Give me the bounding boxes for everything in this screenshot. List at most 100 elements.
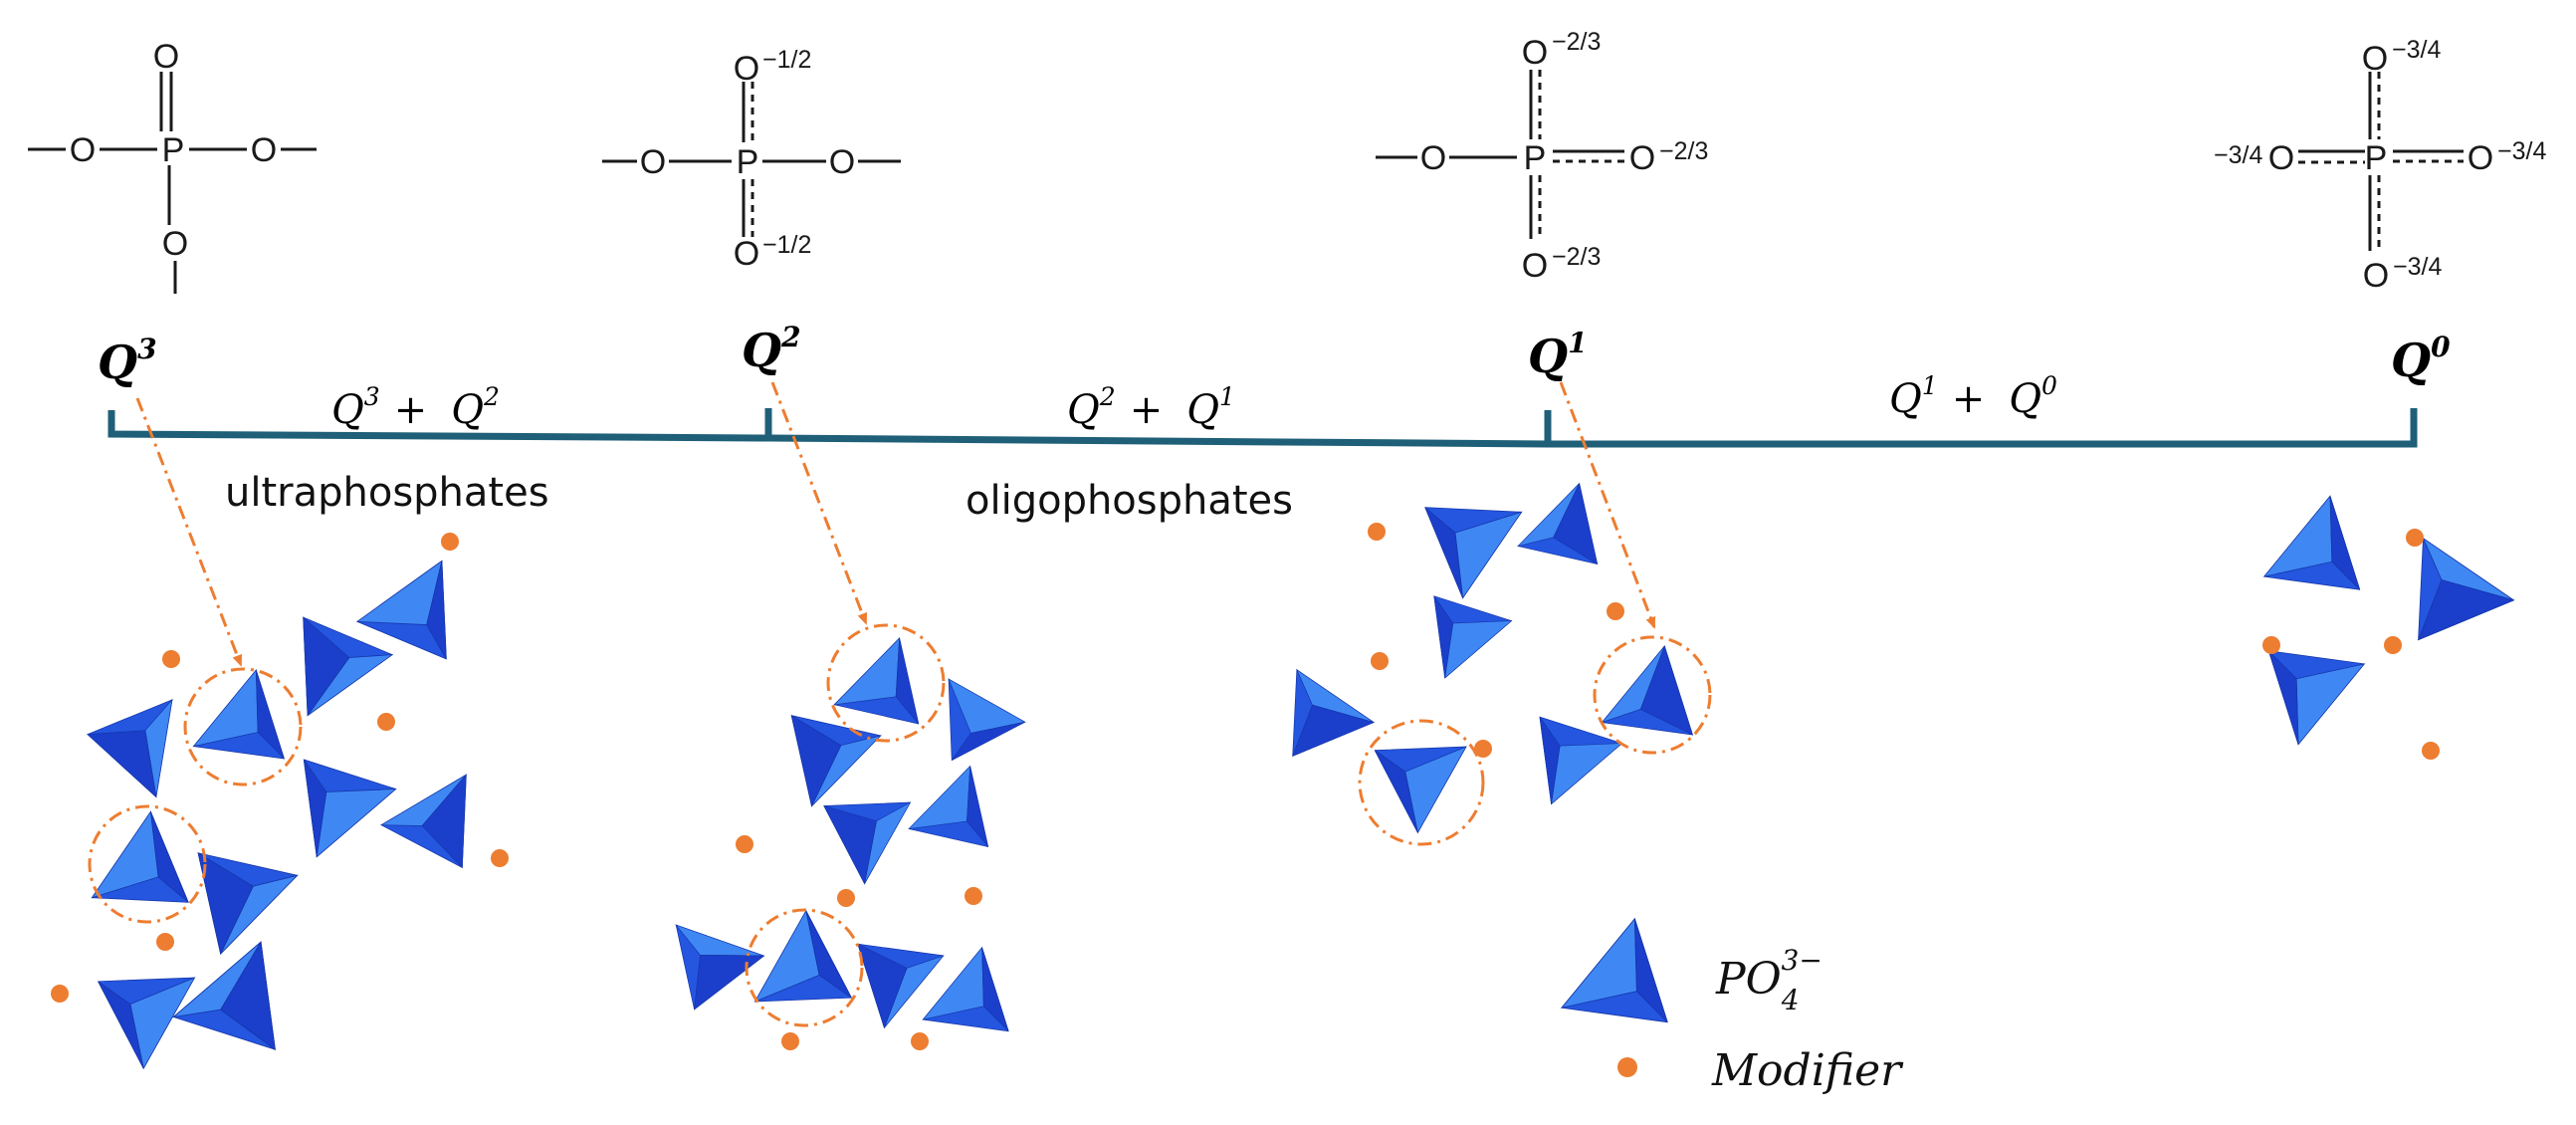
q2-top-charge: −1/2 — [762, 46, 811, 74]
structure-q3: O O P O O — [28, 38, 317, 294]
tetrahedron — [2267, 650, 2366, 746]
q1-bottom-charge: −2/3 — [1552, 243, 1601, 271]
modifier-dot — [491, 849, 509, 867]
q1-right-charge: −2/3 — [1659, 137, 1708, 165]
tetrahedron — [1433, 595, 1513, 679]
tetrahedron — [1517, 482, 1599, 565]
structure-q0: O −3/4 −3/4 O P O −3/4 O −3/4 — [2214, 36, 2546, 295]
legend-modifier-label: Modifier — [1711, 1045, 1904, 1096]
range-q3-q2: Q3+Q2 — [331, 382, 500, 433]
q1-top-o: O — [1522, 34, 1548, 72]
tetrahedron — [303, 759, 397, 858]
tetrahedron — [303, 616, 394, 717]
legend-modifier-dot — [1617, 1057, 1637, 1077]
q0-top-charge: −3/4 — [2392, 36, 2441, 64]
q1-left-o: O — [1420, 139, 1446, 177]
modifier-dot — [2422, 742, 2440, 760]
tetrahedron — [833, 637, 920, 725]
legend: PO43− Modifier — [1560, 917, 1904, 1096]
arrow-q3 — [135, 397, 243, 667]
q3-bottom-o: O — [162, 225, 188, 263]
q0-left-o: O — [2268, 139, 2294, 177]
tetrahedron — [2262, 495, 2361, 590]
q3-left-o: O — [70, 131, 96, 169]
ultraphosphates-label: ultraphosphates — [225, 470, 549, 516]
q0-p: P — [2365, 139, 2388, 177]
q0-top-o: O — [2362, 40, 2388, 78]
q1-p: P — [1524, 139, 1547, 177]
q2-p: P — [737, 143, 759, 181]
q0-label: Q0 — [2391, 331, 2451, 387]
q2-bottom-charge: −1/2 — [762, 231, 811, 259]
highlight-q2-b — [745, 908, 864, 1027]
range-q1-q0: Q1+Q0 — [1889, 371, 2057, 422]
modifier-dot — [736, 835, 753, 853]
tetrahedron — [355, 560, 447, 660]
highlight-q1-a — [1593, 635, 1712, 755]
highlight-q3-b — [88, 804, 207, 924]
tetrahedron — [192, 669, 285, 760]
highlight-q2-a — [826, 623, 946, 743]
tetrahedron — [379, 774, 467, 869]
q2-label: Q2 — [742, 321, 801, 377]
q3-p: P — [162, 131, 185, 169]
q0-bottom-o: O — [2363, 257, 2389, 295]
tetrahedron — [1560, 917, 1668, 1023]
q1-label: Q1 — [1528, 327, 1588, 383]
q0-bottom-charge: −3/4 — [2393, 253, 2442, 281]
tetrahedron — [197, 851, 299, 956]
tetrahedron — [171, 940, 276, 1051]
tetrahedron — [2417, 537, 2515, 641]
modifier-dot — [1607, 602, 1624, 620]
q3-right-o: O — [251, 131, 277, 169]
arrow-q2 — [770, 381, 868, 625]
arrows — [135, 381, 1656, 667]
q0-right-o: O — [2468, 139, 2493, 177]
modifier-dot — [965, 887, 982, 905]
modifier-dot — [781, 1032, 799, 1050]
modifier-dot — [1474, 740, 1492, 758]
modifier-dot — [2384, 636, 2402, 654]
tetrahedron — [97, 977, 196, 1070]
q2-right-o: O — [829, 143, 855, 181]
tetrahedra-layer — [87, 482, 2515, 1070]
tetrahedron — [790, 714, 882, 807]
modifier-dot — [1368, 523, 1386, 541]
q3-top-o: O — [153, 38, 179, 76]
highlight-q3-a — [183, 667, 303, 787]
tetrahedron — [753, 909, 853, 1003]
tetrahedron — [922, 946, 1009, 1032]
q2-top-o: O — [734, 50, 759, 88]
tetrahedron — [1539, 716, 1623, 805]
tetrahedron — [823, 801, 912, 885]
tetrahedron — [675, 924, 765, 1011]
highlight-circles — [88, 623, 1712, 1027]
modifier-dot — [377, 713, 395, 731]
q2-bottom-o: O — [734, 235, 759, 273]
tetrahedron — [908, 765, 989, 848]
timeline — [107, 408, 2418, 448]
modifier-dot — [1371, 652, 1389, 670]
oligophosphates-label: oligophosphates — [966, 478, 1293, 524]
tetrahedron — [1374, 746, 1467, 834]
q1-right-o: O — [1629, 139, 1655, 177]
structure-q1: O −2/3 O P O −2/3 O −2/3 — [1376, 28, 1708, 285]
tetrahedron — [1601, 644, 1694, 736]
modifier-dot — [911, 1032, 929, 1050]
structure-q2: O −1/2 O P O O −1/2 — [602, 46, 901, 273]
modifier-dots — [51, 523, 2440, 1050]
tetrahedron — [91, 810, 189, 903]
q2-left-o: O — [640, 143, 666, 181]
q0-left-charge: −3/4 — [2214, 141, 2262, 169]
q3-label: Q3 — [98, 333, 157, 389]
tetrahedron — [948, 678, 1026, 762]
highlight-q1-b — [1358, 719, 1485, 846]
tetrahedron — [857, 943, 945, 1029]
legend-po4-label: PO43− — [1715, 944, 1823, 1016]
q0-right-charge: −3/4 — [2497, 137, 2546, 165]
modifier-dot — [51, 985, 69, 1003]
modifier-dot — [162, 650, 180, 668]
range-q2-q1: Q2+Q1 — [1067, 382, 1235, 433]
legend-tetrahedron-icon — [1560, 917, 1668, 1023]
